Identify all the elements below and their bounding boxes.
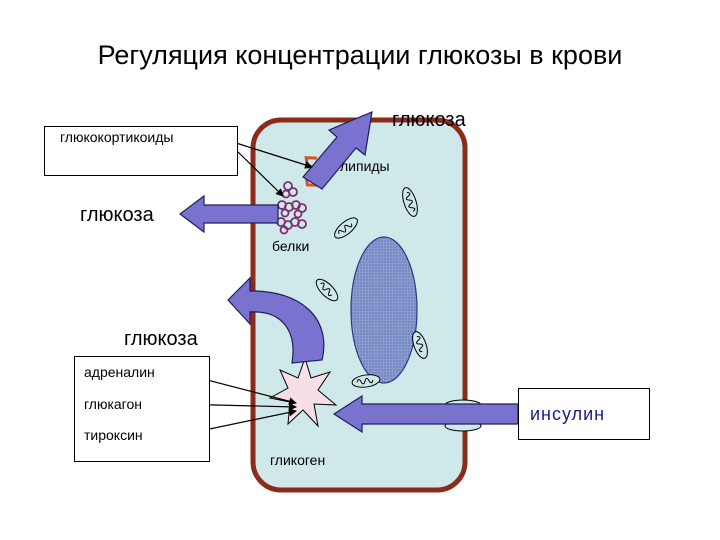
insulin-arrow <box>332 394 519 434</box>
glucose-curved-arrow <box>227 276 325 364</box>
glucose-top-label: глюкоза <box>392 109 466 131</box>
insulin-box <box>518 388 650 440</box>
glucose-middle-label: глюкоза <box>124 328 198 350</box>
mitochondrion <box>334 217 358 239</box>
mitochondrion <box>315 278 339 302</box>
glycogen-label: гликоген <box>270 452 326 468</box>
mitochondria <box>315 187 428 388</box>
thyroxine-label: тироксин <box>84 427 143 443</box>
adrenaline-label: адреналин <box>84 364 155 380</box>
hormones-box <box>74 356 210 462</box>
glycogen-granule <box>268 356 338 428</box>
glucocorticoids-label: глюкокортикоиды <box>60 129 174 145</box>
mitochondrion <box>351 374 381 388</box>
insulin-label: инсулин <box>530 404 606 424</box>
proteins-label: белки <box>272 238 310 254</box>
glucose-out-arrow-top <box>302 111 373 190</box>
glucagon-label: глюкагон <box>84 396 143 412</box>
mitochondrion <box>402 187 418 217</box>
page-title: Регуляция концентрации глюкозы в крови <box>97 40 623 70</box>
nucleus <box>350 236 418 384</box>
mitochondrion <box>412 331 428 359</box>
lipids-label: липиды <box>340 158 390 174</box>
glucose-out-arrow-left <box>179 194 279 234</box>
glucose-left-label: глюкоза <box>80 204 154 226</box>
glucocorticoids-box <box>44 126 238 176</box>
